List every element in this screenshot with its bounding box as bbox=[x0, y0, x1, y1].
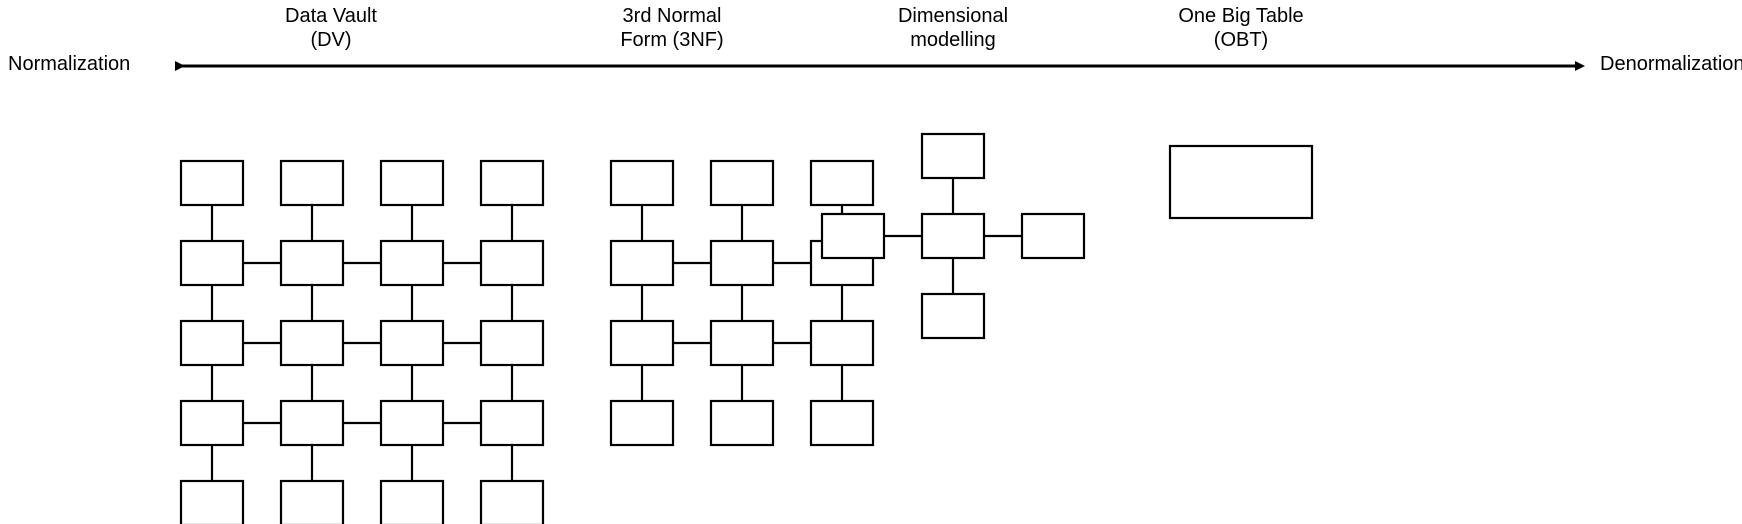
model-node-box bbox=[179, 319, 245, 367]
model-node-box bbox=[279, 239, 345, 287]
model-node-box bbox=[479, 319, 545, 367]
model-node-box bbox=[609, 239, 675, 287]
model-node-box bbox=[809, 159, 875, 207]
axis-label-normalization: Normalization bbox=[8, 53, 131, 75]
stage-caption-line-1: 3rd Normal bbox=[622, 5, 722, 27]
model-node-box-center bbox=[920, 212, 986, 260]
model-node-box bbox=[479, 399, 545, 447]
stage-caption-dimensional-modelling: Dimensional modelling bbox=[833, 4, 1073, 52]
model-node-box bbox=[709, 159, 775, 207]
model-node-box bbox=[179, 399, 245, 447]
model-node-box bbox=[379, 479, 445, 524]
model-node-box bbox=[809, 399, 875, 447]
model-node-box bbox=[920, 292, 986, 340]
axis-label-denormalization: Denormalization bbox=[1600, 53, 1742, 75]
stage-caption-line-1: Dimensional bbox=[897, 5, 1009, 27]
model-node-box bbox=[479, 159, 545, 207]
model-node-box bbox=[920, 132, 986, 180]
model-node-box bbox=[279, 319, 345, 367]
model-node-box bbox=[1020, 212, 1086, 260]
model-node-box bbox=[609, 159, 675, 207]
model-node-box bbox=[709, 239, 775, 287]
model-node-box bbox=[279, 479, 345, 524]
model-node-box bbox=[709, 319, 775, 367]
model-node-box bbox=[179, 479, 245, 524]
stage-caption-line-1: One Big Table bbox=[1178, 5, 1304, 27]
model-node-box bbox=[809, 319, 875, 367]
model-node-box bbox=[179, 239, 245, 287]
model-node-box bbox=[609, 399, 675, 447]
model-node-box bbox=[279, 159, 345, 207]
model-node-box bbox=[609, 319, 675, 367]
stage-caption-line-1: Data Vault bbox=[285, 5, 377, 27]
model-node-box bbox=[709, 399, 775, 447]
model-node-box bbox=[820, 212, 886, 260]
model-node-box bbox=[379, 319, 445, 367]
stage-caption-line-2: (DV) bbox=[310, 29, 352, 51]
stage-caption-line-2: modelling bbox=[910, 29, 996, 51]
stage-caption-data-vault: Data Vault (DV) bbox=[211, 4, 451, 52]
model-node-box bbox=[479, 479, 545, 524]
model-node-box bbox=[379, 399, 445, 447]
stage-caption-one-big-table: One Big Table (OBT) bbox=[1121, 4, 1361, 52]
stage-caption-third-normal-form: 3rd Normal Form (3NF) bbox=[552, 4, 792, 52]
model-node-box bbox=[279, 399, 345, 447]
stage-caption-line-2: Form (3NF) bbox=[620, 29, 724, 51]
stage-caption-line-2: (OBT) bbox=[1213, 29, 1269, 51]
model-node-box bbox=[179, 159, 245, 207]
model-node-box bbox=[379, 239, 445, 287]
model-node-box bbox=[479, 239, 545, 287]
model-node-box bbox=[379, 159, 445, 207]
model-node-box-one-big-table bbox=[1168, 144, 1314, 220]
